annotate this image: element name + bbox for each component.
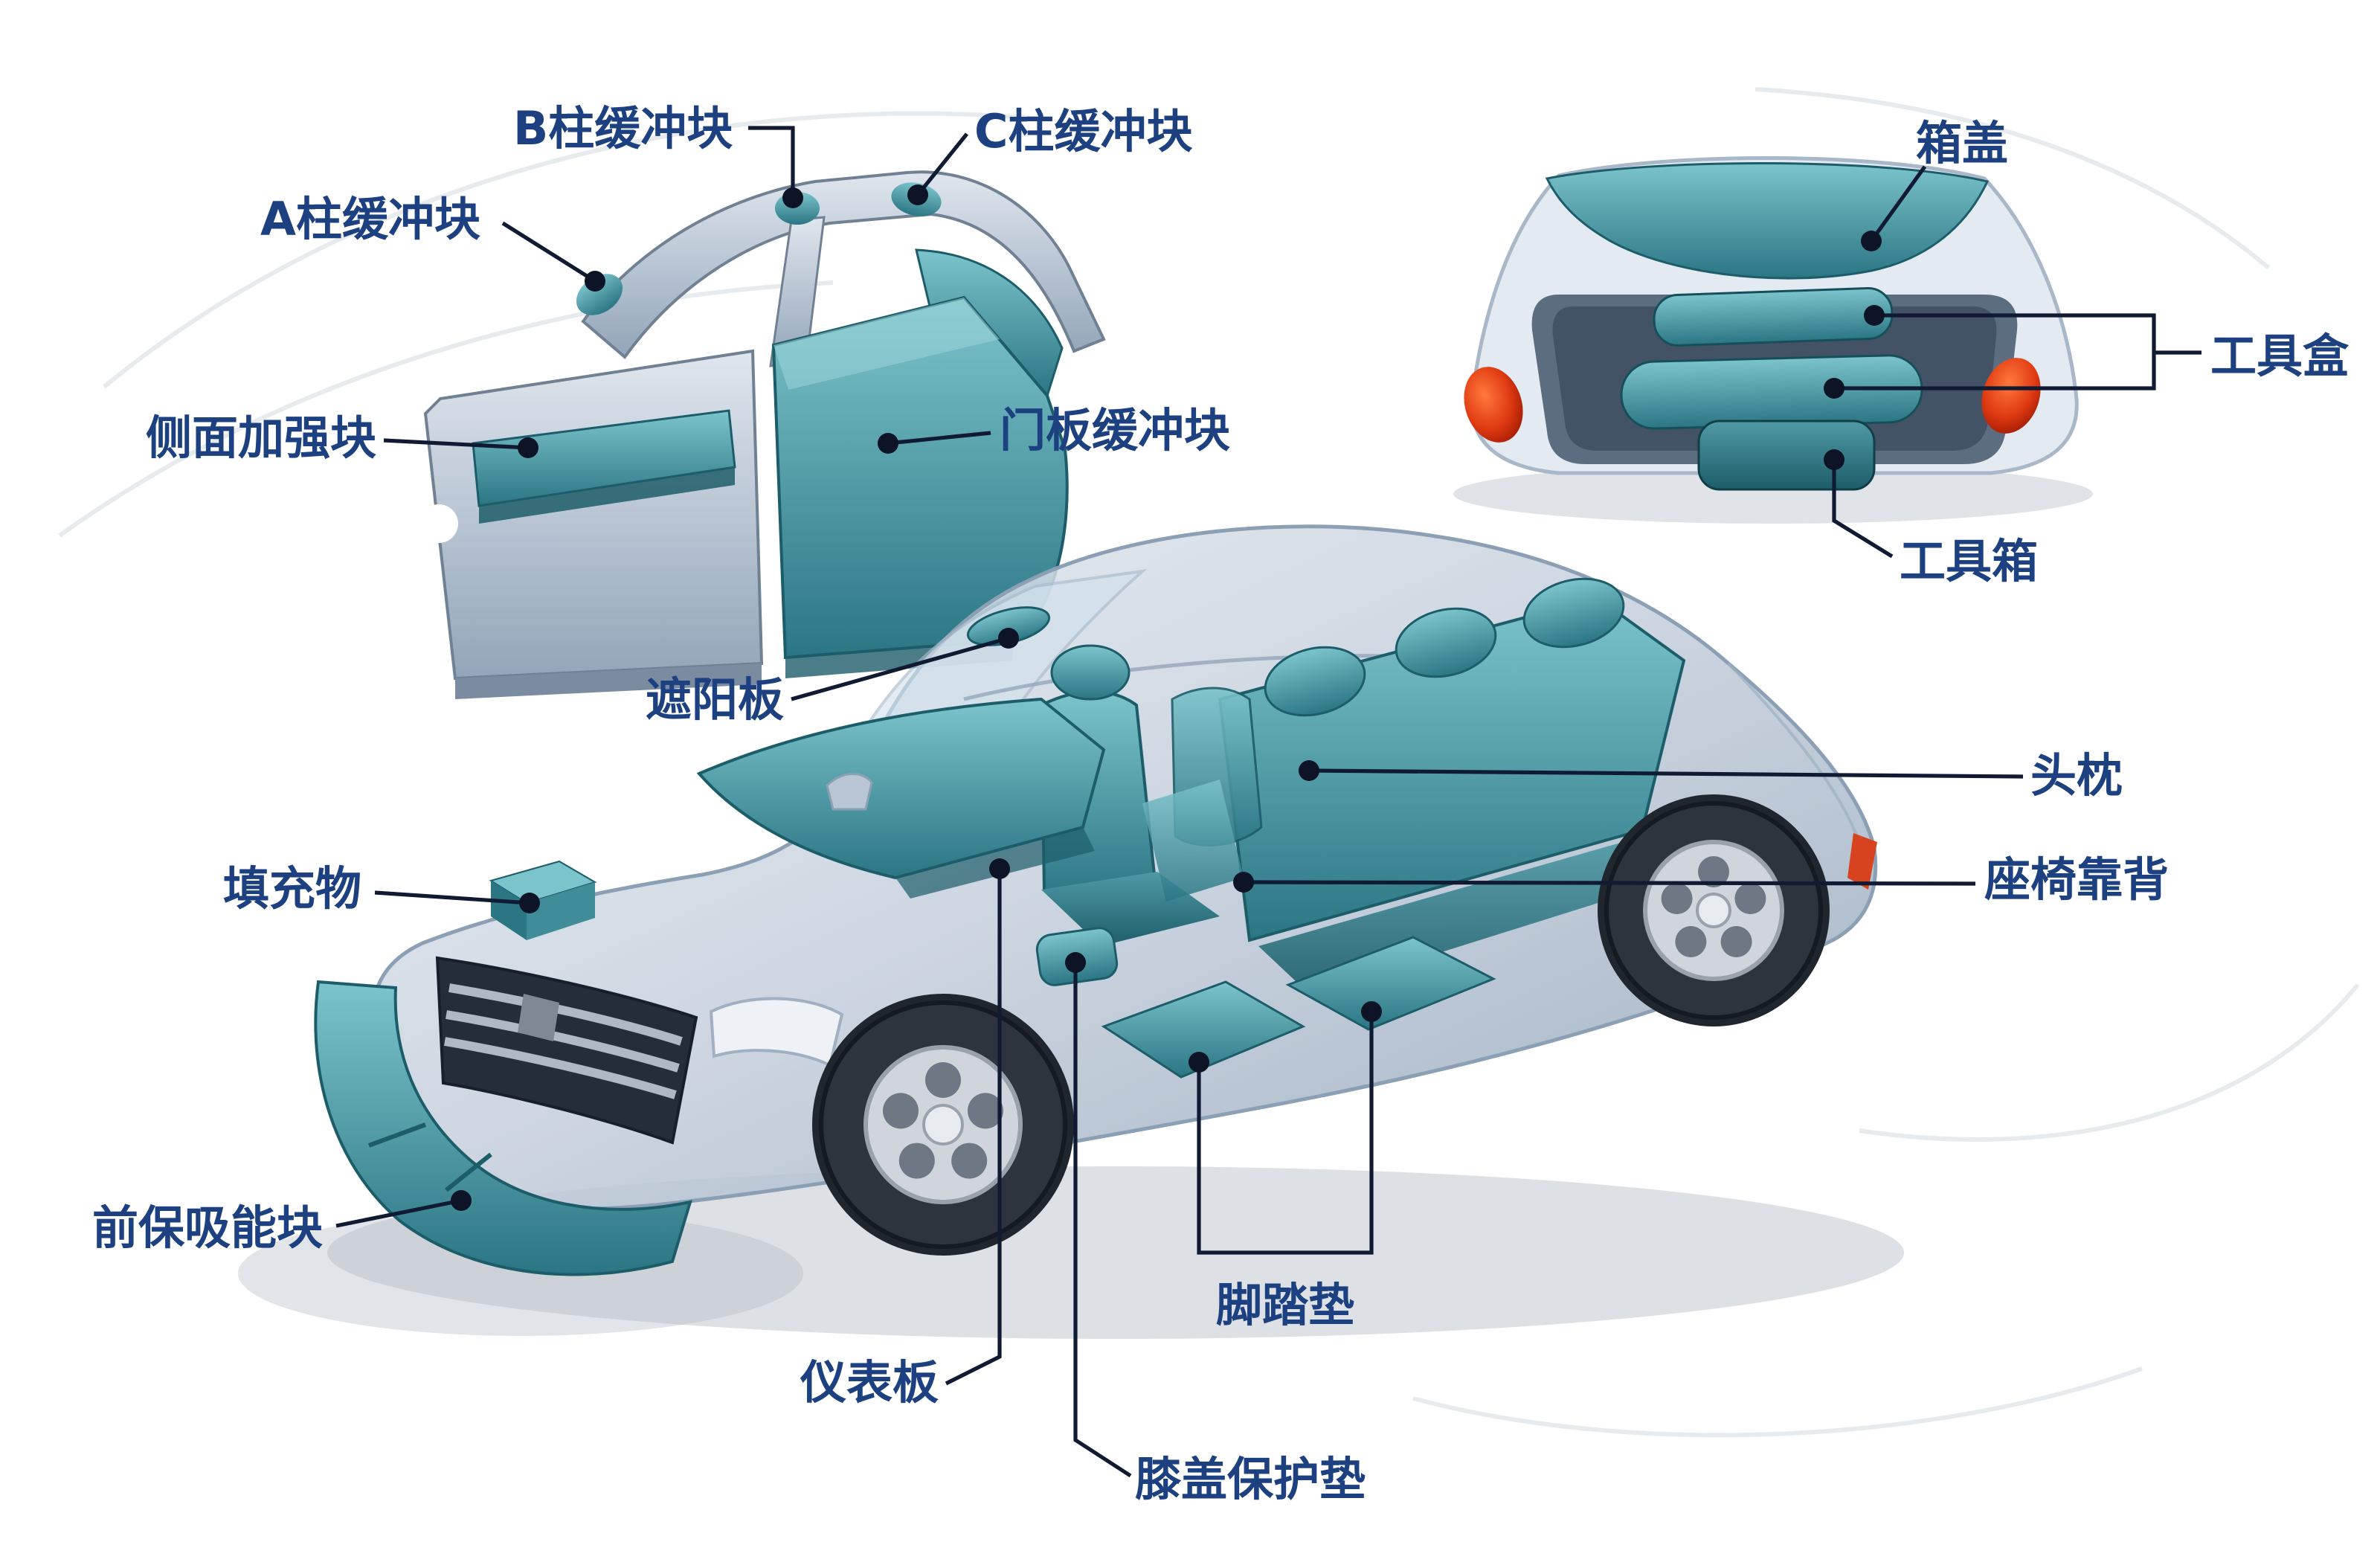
leader-c-pillar-buffer	[907, 132, 969, 205]
grille-emblem	[518, 994, 559, 1041]
leader-box-cover	[1861, 165, 1927, 251]
door-assembly-illustration	[419, 170, 1106, 699]
label-a-pillar-buffer: A柱缓冲块	[260, 192, 480, 246]
side-reinforcement-edge	[479, 467, 735, 524]
absorber-notches	[367, 1122, 492, 1192]
label-foot-mat: 脚踏垫	[1216, 1278, 1354, 1332]
side-mirror	[826, 773, 873, 811]
rear-seat-cushion	[1258, 839, 1669, 994]
front-bumper-absorber-part	[314, 980, 692, 1276]
leader-headrest	[1299, 760, 2024, 781]
label-front-bumper-absorber: 前保吸能块	[92, 1201, 323, 1255]
leader-tool-box	[1824, 305, 2202, 399]
label-box-cover: 箱盖	[1916, 116, 2008, 170]
leader-seat-back	[1233, 872, 1976, 893]
leader-sun-visor	[791, 628, 1019, 701]
tool-box-upper-part	[1653, 287, 1894, 347]
leader-tool-chest	[1824, 449, 1894, 559]
door-panel-sheen	[774, 298, 1000, 390]
label-b-pillar-buffer: B柱缓冲块	[513, 101, 733, 155]
trunk-lid-line	[1727, 662, 1864, 852]
right-taillight	[1981, 358, 2041, 434]
label-side-reinforcement: 侧面加强块	[146, 411, 376, 465]
door-inner-panel	[423, 349, 764, 681]
leader-b-pillar-buffer	[748, 126, 803, 208]
leader-front-bumper-absorber	[335, 1190, 472, 1228]
front-grille	[435, 956, 698, 1145]
label-tool-box: 工具盒	[2210, 329, 2350, 383]
door-inner-panel-edge	[455, 663, 762, 699]
label-door-panel-buffer: 门板缓冲块	[1000, 403, 1230, 457]
leader-knee-protection-pad	[1065, 952, 1132, 1478]
left-taillight	[1464, 367, 1523, 443]
headrest-part	[1264, 646, 1366, 717]
leader-a-pillar-buffer	[501, 221, 605, 292]
front-headrest	[1050, 644, 1130, 701]
headlight	[709, 997, 844, 1067]
leader-foot-mat	[1189, 1001, 1382, 1255]
filler-part-front	[527, 882, 595, 940]
labels: B柱缓冲块 C柱缓冲块 A柱缓冲块 侧面加强块 门板缓冲块 箱盖 工具盒 工具箱…	[92, 101, 2350, 1506]
foot-mat-front-part	[1101, 980, 1306, 1079]
filler-part-left	[491, 881, 527, 940]
label-instrument-panel: 仪表板	[800, 1355, 939, 1410]
headrest-part-center	[1395, 607, 1497, 678]
label-tool-chest: 工具箱	[1900, 534, 2038, 588]
background-swoosh-arcs	[58, 87, 2360, 1438]
trunk-illustration	[1453, 155, 2093, 524]
label-sun-visor: 遮阳板	[646, 672, 784, 727]
instrument-panel-part	[696, 697, 1106, 880]
car-illustration	[238, 524, 1904, 1339]
leader-lines	[335, 126, 2202, 1478]
center-console	[1142, 780, 1244, 902]
leader-filler	[374, 890, 540, 913]
leader-instrument-panel	[945, 858, 1010, 1386]
tool-box-lower-part	[1620, 354, 1923, 430]
grille-slats	[443, 983, 683, 1099]
label-filler: 填充物	[223, 861, 361, 916]
foot-mat-rear-part	[1285, 936, 1496, 1031]
label-seat-back: 座椅靠背	[1984, 852, 2169, 907]
rear-taillight-sliver	[1847, 833, 1877, 890]
car-ground-shadow	[327, 1166, 1904, 1339]
panel-notch	[419, 504, 458, 543]
label-c-pillar-buffer: C柱缓冲块	[974, 104, 1193, 158]
front-wheel	[812, 994, 1074, 1256]
rear-wheel	[1598, 794, 1830, 1026]
leader-door-panel-buffer	[878, 431, 991, 454]
trunk-shadow	[1453, 464, 2093, 524]
roof-rail-frame	[581, 170, 1106, 359]
headrest-part-right	[1522, 577, 1625, 649]
leader-side-reinforcement	[383, 437, 538, 458]
tool-chest-part	[1697, 420, 1876, 491]
label-knee-protection-pad: 膝盖保护垫	[1135, 1452, 1366, 1506]
label-headrest: 头枕	[2030, 748, 2123, 803]
